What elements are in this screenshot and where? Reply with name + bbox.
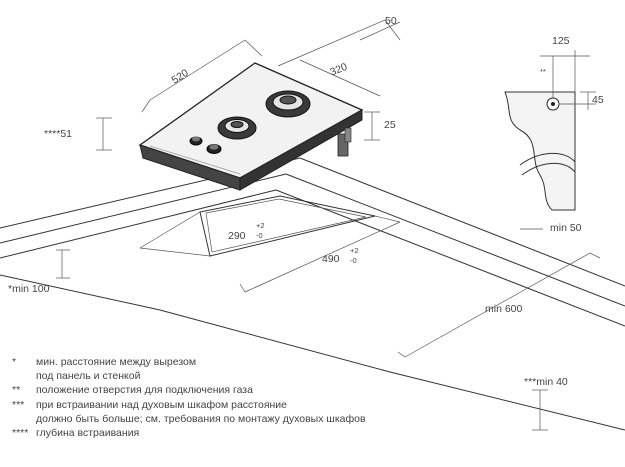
dim-min-side-label: min 50 (550, 222, 582, 234)
dim-min-front: *min 100 (8, 249, 70, 295)
legend-text: мин. расстояние между вырезом под панель… (36, 356, 197, 383)
small-burner (217, 116, 257, 140)
dim-rear-gap: 50 (359, 15, 401, 41)
legend: * мин. расстояние между вырезом под пане… (12, 355, 532, 440)
legend-item: *** при встраивании над духовым шкафом р… (12, 398, 532, 426)
legend-mark: ** (12, 384, 21, 397)
legend-text: при встраивании над духовым шкафом расст… (36, 398, 366, 425)
dim-built-in-depth-label: ****51 (44, 128, 72, 140)
legend-item: * мин. расстояние между вырезом под пане… (12, 355, 532, 383)
dim-cutout-depth-label: 490 (322, 253, 340, 265)
legend-mark: **** (12, 427, 29, 440)
dim-min-wall: min 600 (397, 252, 601, 358)
dim-cutout-depth: 490 +2 -0 (239, 221, 401, 293)
dim-cutout-depth-tol-plus: +2 (350, 246, 359, 255)
cutout (139, 195, 401, 257)
gas-connection-detail: 125 ** 45 (504, 35, 604, 211)
legend-item: **** глубина встраивания (12, 426, 532, 440)
dim-cutout-width-label: 290 (228, 230, 246, 242)
dim-cutout-width-tol-minus: -0 (256, 231, 263, 240)
dim-min-wall-label: min 600 (485, 303, 523, 315)
dim-gas-offset-v-label: 45 (592, 94, 604, 106)
large-burner (265, 90, 311, 118)
dim-cutout-width-tol-plus: +2 (256, 221, 265, 230)
legend-text: положение отверстия для подключения газа (36, 384, 253, 397)
legend-mark: *** (12, 398, 25, 411)
dim-cutout-depth-tol-minus: -0 (350, 256, 357, 265)
dim-min-side: min 50 (520, 222, 582, 234)
legend-mark: * (12, 356, 17, 368)
dim-hob-height: 25 (364, 111, 396, 141)
dim-min-oven-label: ***min 40 (524, 376, 568, 388)
legend-item: ** положение отверстия для подключения г… (12, 383, 532, 397)
dim-hob-height-label: 25 (384, 119, 396, 131)
dim-built-in-depth: ****51 (44, 117, 112, 151)
legend-text: глубина встраивания (36, 427, 140, 440)
gas-marker: ** (540, 67, 546, 76)
dim-min-oven: ***min 40 (524, 376, 568, 431)
countertop (0, 157, 625, 431)
control-knobs (189, 136, 222, 154)
dim-hob-width-label: 320 (328, 61, 349, 79)
dim-rear-gap-label: 50 (385, 15, 397, 27)
dim-cutout-width: 290 +2 -0 (228, 221, 265, 242)
dim-hob-depth-label: 520 (169, 67, 190, 87)
dim-gas-offset-h-label: 125 (552, 35, 570, 47)
dim-min-front-label: *min 100 (8, 283, 50, 295)
